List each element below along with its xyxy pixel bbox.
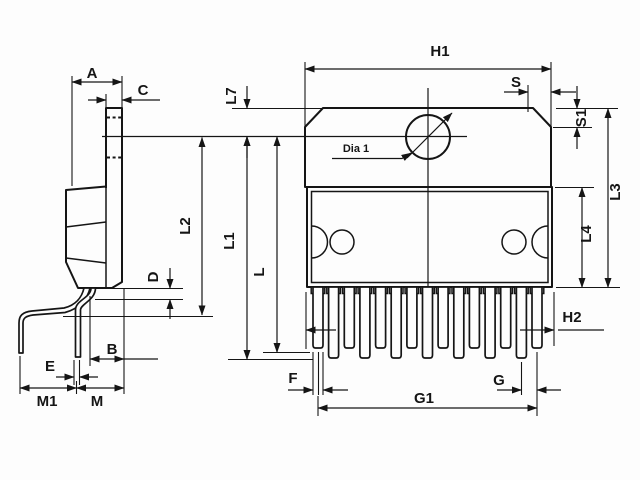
pin	[484, 286, 496, 359]
pin	[374, 286, 387, 349]
dim-label-S: S	[511, 74, 521, 91]
body-front-inner-border	[310, 190, 549, 284]
pin	[312, 286, 324, 349]
body-hole-left	[329, 229, 355, 255]
dim-label-L7: L7	[223, 87, 240, 105]
dim-label-C: C	[138, 82, 149, 99]
dim-label-L3: L3	[607, 183, 624, 201]
dim-label-M: M	[91, 393, 104, 410]
hole-diameter-line	[406, 112, 453, 159]
body-notch-right	[531, 225, 549, 259]
hole-diameter-leader	[332, 152, 412, 161]
pin	[421, 286, 434, 359]
side-view: A C D L2 B E M1 M	[18, 65, 213, 410]
dim-label-B: B	[107, 341, 118, 358]
pin	[531, 286, 543, 349]
dim-label-L: L	[251, 267, 268, 276]
pin	[343, 286, 356, 349]
dim-label-G1: G1	[414, 390, 434, 407]
dim-label-G: G	[493, 372, 505, 389]
pin	[437, 286, 449, 349]
dim-label-L4: L4	[578, 225, 595, 243]
pin	[468, 286, 481, 349]
dim-label-D: D	[145, 271, 162, 282]
dim-label-M1: M1	[37, 393, 58, 410]
pin	[327, 286, 340, 359]
body-side-mold-line-1	[65, 221, 107, 228]
hole-diameter-label: Dia 1	[343, 143, 369, 155]
dim-label-H2: H2	[562, 309, 581, 326]
dim-label-L2: L2	[177, 217, 194, 235]
dim-label-E: E	[45, 358, 55, 375]
tab-side-outline	[105, 107, 123, 188]
body-side-outline	[65, 185, 123, 289]
pin	[359, 286, 371, 359]
lead-straight-row	[74, 287, 97, 358]
pin	[499, 286, 512, 349]
pin	[515, 286, 528, 359]
pin	[452, 286, 465, 359]
front-view: Dia 1 H1 S S1 L7 L1	[221, 43, 624, 416]
dim-label-F: F	[288, 370, 297, 387]
body-front-outline	[306, 186, 553, 288]
pins	[310, 286, 545, 359]
dim-label-S1: S1	[573, 109, 590, 127]
pin	[390, 286, 403, 359]
dim-label-A: A	[87, 65, 98, 82]
dim-label-L1: L1	[221, 232, 238, 250]
dim-label-H1: H1	[430, 43, 449, 60]
pin	[406, 286, 418, 349]
mounting-hole	[405, 114, 451, 160]
body-hole-right	[501, 229, 527, 255]
body-notch-left	[311, 225, 329, 259]
body-side-mold-line-2	[65, 257, 107, 264]
